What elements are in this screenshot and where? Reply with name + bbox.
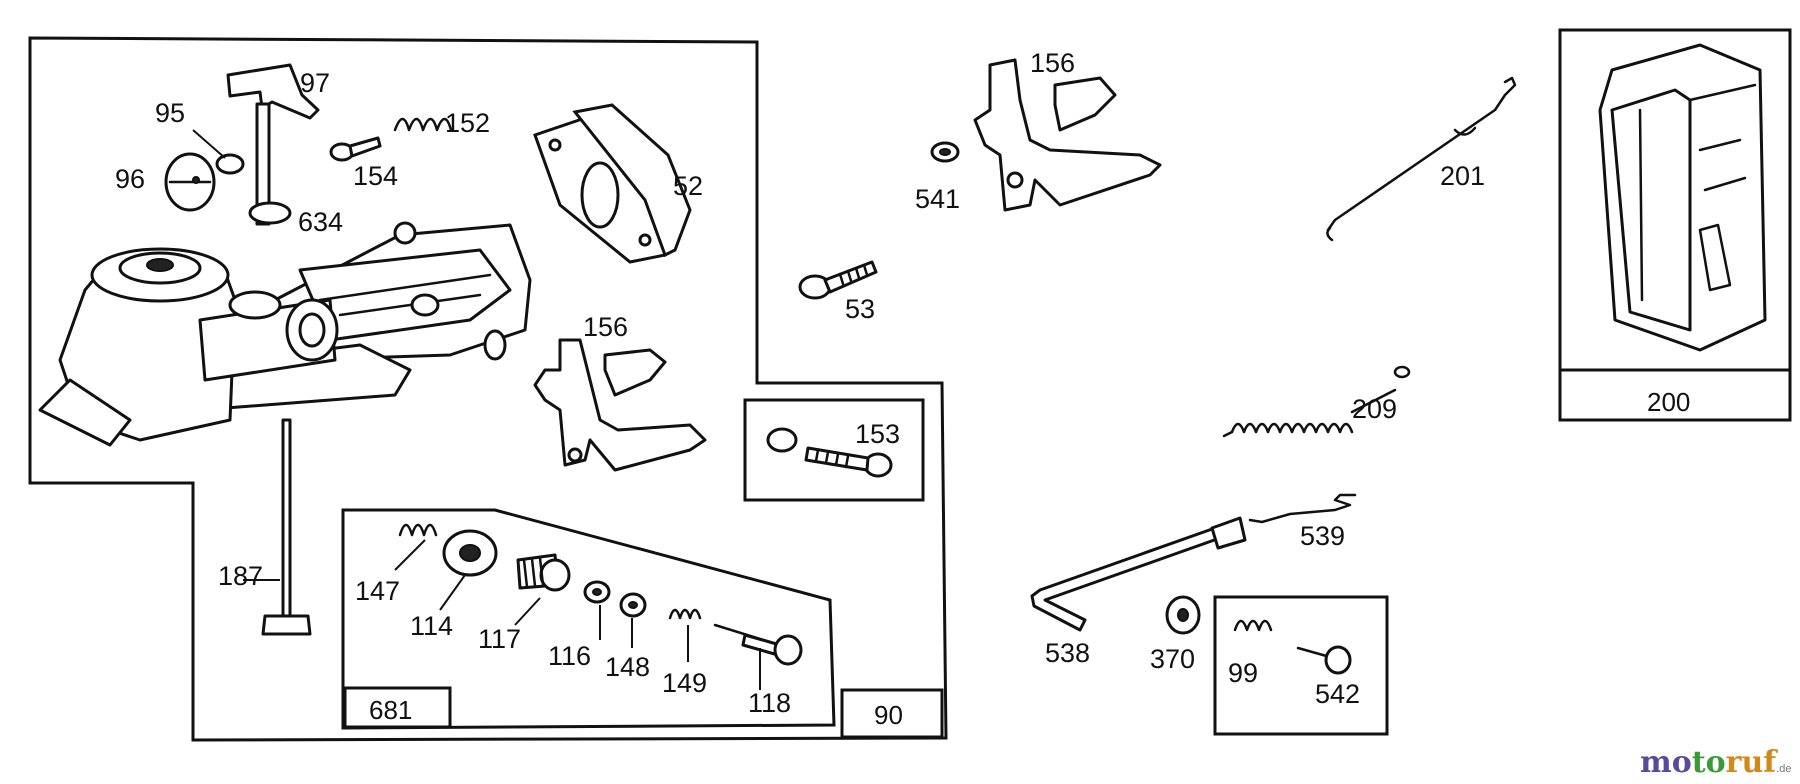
part-116-washer	[583, 580, 611, 640]
callout-117: 117	[478, 624, 521, 654]
kit-681-label: 681	[369, 695, 412, 725]
part-153-screw	[766, 427, 893, 478]
part-370-washer	[1165, 595, 1201, 635]
part-52-gasket	[533, 103, 692, 264]
callout-96: 96	[115, 164, 145, 194]
part-200-bracket	[1598, 43, 1767, 352]
callout-118: 118	[748, 688, 791, 718]
callout-187: 187	[218, 561, 263, 591]
callout-370: 370	[1150, 644, 1195, 674]
callout-114: 114	[410, 611, 453, 641]
part-99-spring	[1233, 619, 1273, 632]
part-154-screw	[329, 136, 382, 162]
part-156-lever-upper	[973, 58, 1162, 212]
callout-147: 147	[355, 576, 400, 606]
part-542-screw	[1296, 645, 1352, 675]
callout-152: 152	[445, 108, 490, 138]
part-156-lever-lower	[533, 338, 707, 472]
part-96-throttle-disc	[164, 152, 216, 212]
callout-53: 53	[845, 294, 875, 324]
callout-149: 149	[662, 668, 707, 698]
callout-153: 153	[855, 419, 900, 449]
callout-542: 542	[1315, 679, 1360, 709]
part-541-washer	[930, 141, 960, 163]
part-118-needle-screw	[713, 623, 803, 690]
callout-99: 99	[1228, 658, 1258, 688]
callout-156-upper: 156	[1030, 48, 1075, 78]
part-53-bolt	[798, 260, 878, 300]
callout-539: 539	[1300, 521, 1345, 551]
part-147-spring	[394, 523, 438, 571]
callout-201: 201	[1440, 161, 1485, 191]
part-117-needle-adjuster	[514, 553, 571, 626]
callout-634: 634	[298, 207, 343, 237]
watermark-to: to	[1692, 745, 1726, 780]
part-370-99-542-box	[1213, 595, 1389, 736]
callout-148: 148	[605, 652, 650, 682]
watermark-ruf: ruf	[1726, 745, 1779, 780]
part-201-link-rod	[1326, 76, 1517, 242]
part-95-screw	[192, 129, 245, 175]
svg-text:motoruf.de: motoruf.de	[1640, 745, 1791, 780]
callout-154: 154	[353, 161, 398, 191]
part-539-link	[1248, 493, 1357, 524]
callout-541: 541	[915, 184, 960, 214]
motoruf-watermark-logo: motoruf.de	[1640, 745, 1791, 780]
callout-52: 52	[673, 171, 703, 201]
carburetor-body	[38, 221, 532, 447]
kit-200-label: 200	[1647, 387, 1690, 417]
callout-209: 209	[1352, 394, 1397, 424]
callout-116: 116	[548, 641, 591, 671]
kit-90-label-box	[840, 688, 944, 739]
callout-538: 538	[1045, 638, 1090, 668]
part-152-spring	[393, 117, 453, 132]
kit-90-frame	[28, 36, 948, 742]
kit-681-label-box	[343, 686, 452, 729]
callout-156-lower: 156	[583, 312, 628, 342]
part-149-spring	[668, 608, 702, 662]
callout-97: 97	[300, 68, 330, 98]
watermark-mo: mo	[1640, 745, 1692, 780]
part-114-washer	[439, 529, 498, 611]
kit-90-label: 90	[874, 700, 903, 730]
kit-681-frame	[341, 508, 836, 730]
part-209-spring	[1222, 365, 1411, 438]
watermark-tld: .de	[1776, 763, 1791, 775]
part-148-washer	[619, 592, 647, 648]
callout-95: 95	[155, 98, 185, 128]
part-187-bolt	[243, 418, 312, 636]
part-97-throttle-bracket	[226, 63, 320, 226]
part-538-governor-rod	[1030, 516, 1247, 632]
kit-200-frame	[1558, 28, 1792, 422]
part-153-box	[743, 398, 925, 502]
